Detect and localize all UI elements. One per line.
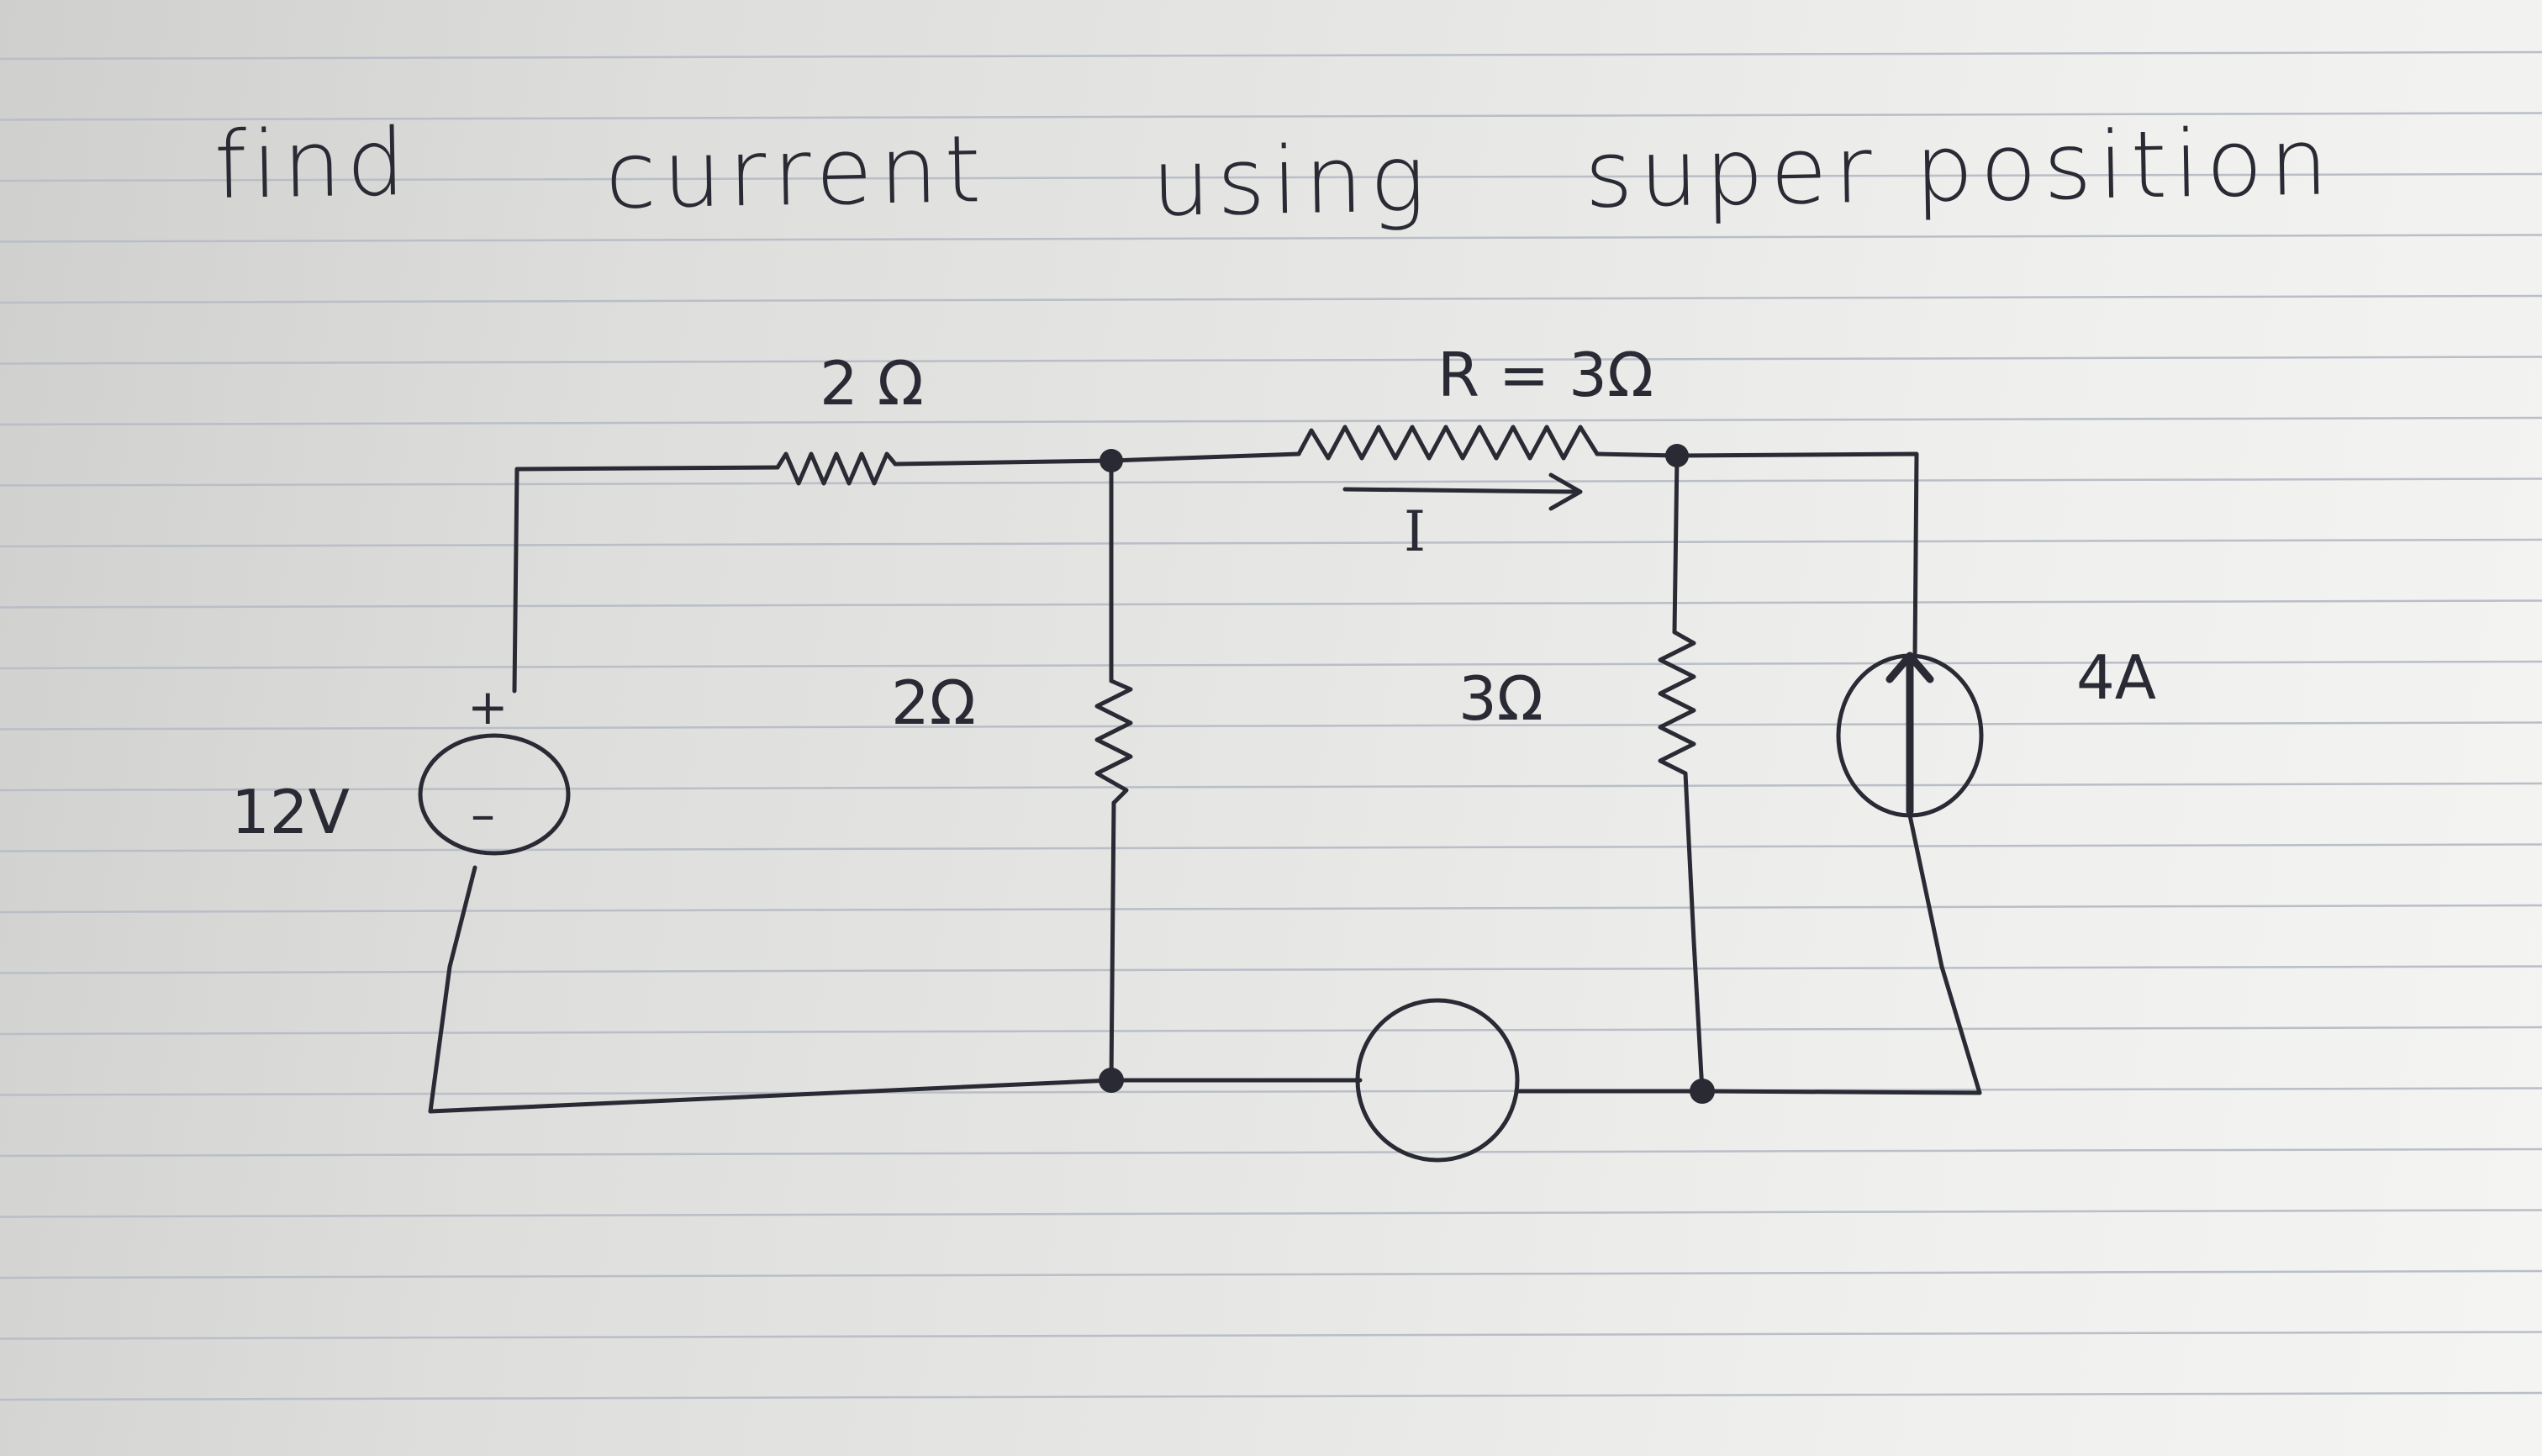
wire-mid-right-top: [1672, 453, 1680, 635]
ruled-line: [0, 538, 2542, 548]
wire-left-bottom: [428, 865, 477, 1114]
wire-left-top: [512, 467, 519, 694]
current-i-label: I: [1404, 499, 1427, 564]
current-direction-arrow: [1342, 472, 1583, 511]
ruled-line: [0, 599, 2542, 609]
ruled-line: [0, 50, 2542, 61]
resistor-top-left: [775, 451, 898, 486]
wire-top-left: [514, 465, 780, 472]
bottom-source-circle: [1355, 998, 1520, 1163]
title-word-super-position: super position: [1583, 108, 2336, 229]
node-top-left: [1100, 449, 1123, 472]
resistor-top-left-label: 2 Ω: [820, 348, 924, 419]
resistor-mid-left: [1094, 678, 1133, 805]
ruled-line: [0, 1391, 2542, 1401]
ruled-line: [0, 234, 2542, 243]
wire-top-right: [1595, 451, 1680, 458]
ruled-line: [0, 1269, 2542, 1279]
resistor-mid-right: [1658, 630, 1696, 776]
resistor-mid-right-label: 3Ω: [1458, 663, 1543, 734]
ruled-line: [0, 721, 2542, 731]
resistor-top-right-label: R = 3Ω: [1437, 340, 1653, 410]
title-word-using: using: [1150, 124, 1433, 237]
ruled-line: [0, 1209, 2542, 1218]
ruled-line: [0, 294, 2542, 304]
ruled-line: [0, 1087, 2542, 1096]
current-source-arrow: [1885, 652, 1934, 815]
ruled-line: [0, 416, 2542, 426]
ruled-line: [0, 356, 2542, 365]
ruled-line: [0, 1147, 2542, 1158]
ruled-line: [0, 1026, 2542, 1036]
wire-top-left-node: [893, 458, 1114, 467]
wire-mid-left-bottom: [1109, 800, 1116, 1083]
title-word-current: current: [604, 115, 989, 229]
node-bottom-right: [1690, 1079, 1715, 1104]
voltage-source-12v: [418, 733, 571, 856]
ruled-line: [0, 904, 2542, 914]
ruled-line: [0, 172, 2542, 182]
title-word-find: find: [213, 108, 411, 220]
wire-bottom-far-right: [1700, 1089, 1982, 1095]
wire-far-right-bottom: [1907, 813, 1982, 1095]
ruled-line: [0, 477, 2542, 487]
wire-bottom-left: [428, 1078, 1114, 1114]
voltage-source-minus: –: [471, 786, 495, 843]
ruled-line: [0, 112, 2542, 121]
ruled-line: [0, 965, 2542, 974]
ruled-line: [0, 1331, 2542, 1340]
ruled-line: [0, 660, 2542, 670]
resistor-top-right: [1296, 425, 1600, 461]
resistor-mid-left-label: 2Ω: [891, 667, 976, 738]
node-bottom-left: [1099, 1068, 1124, 1093]
wire-top-mid: [1109, 451, 1301, 463]
wire-mid-right-bottom: [1683, 771, 1705, 1094]
wire-top-far-right: [1674, 451, 1919, 658]
ruled-line: [0, 843, 2542, 852]
ruled-line: [0, 782, 2542, 792]
node-top-right: [1665, 444, 1689, 467]
current-source-label: 4A: [2076, 642, 2157, 713]
voltage-source-plus: +: [467, 678, 509, 736]
voltage-source-label: 12V: [231, 777, 350, 847]
